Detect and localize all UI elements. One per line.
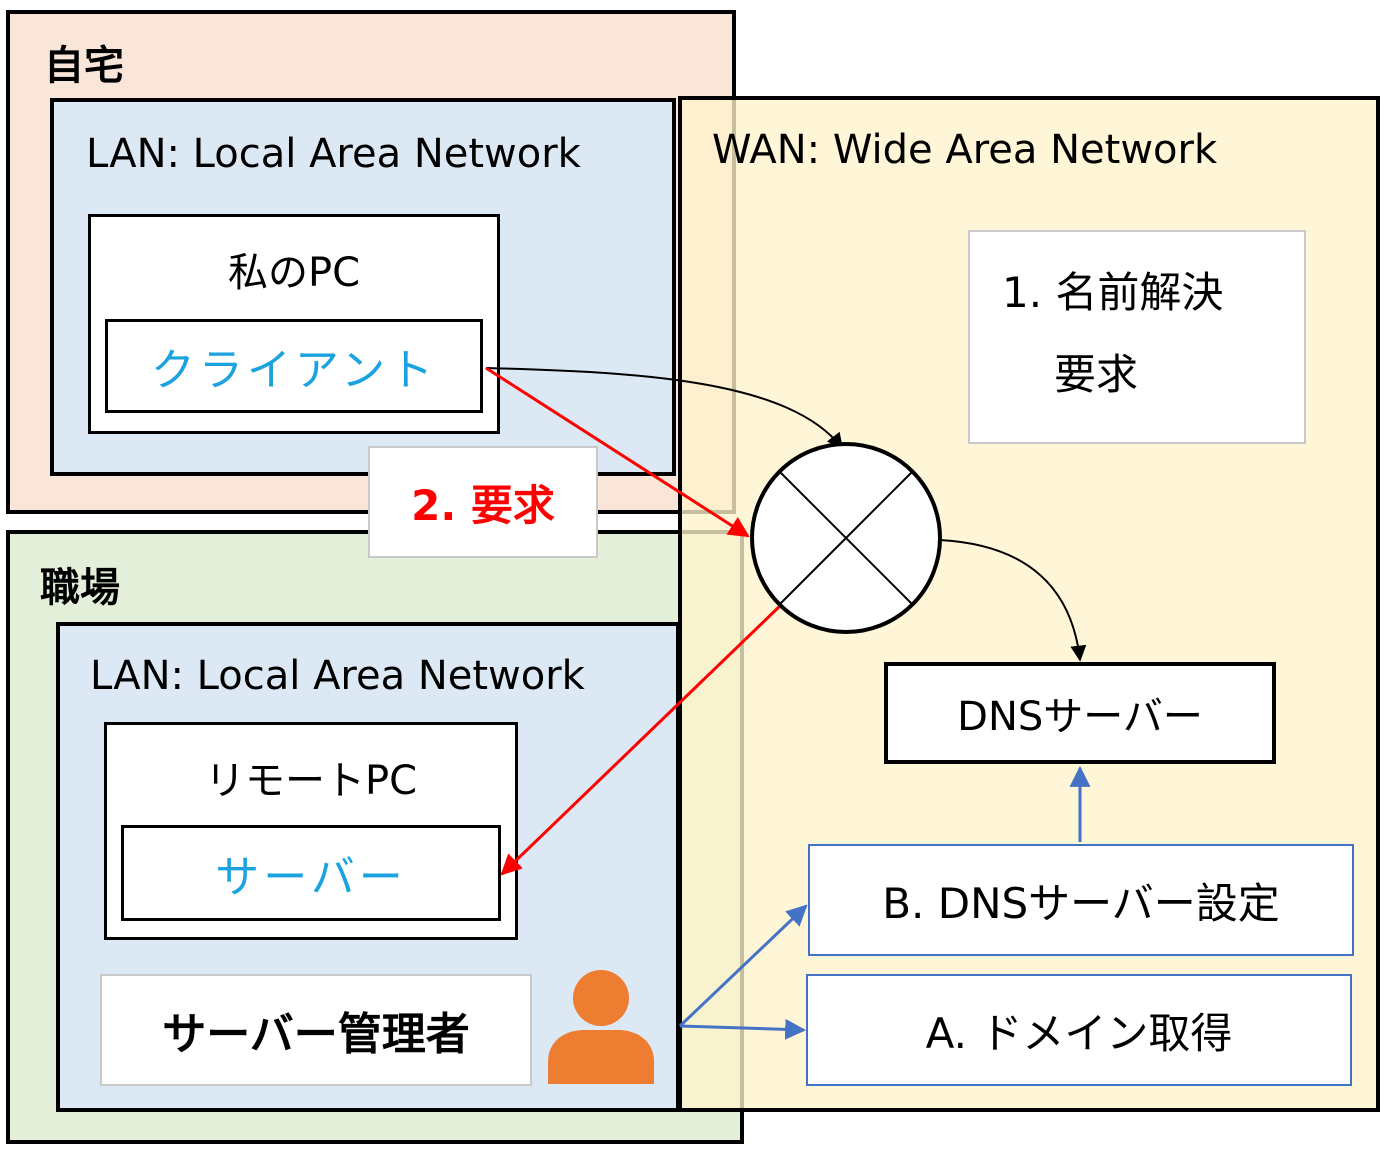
admin-box: サーバー管理者 [100, 974, 532, 1086]
home-title: 自宅 [44, 43, 124, 89]
step1-line1: 1. 名前解決 [1002, 268, 1224, 317]
step2-box: 2. 要求 [368, 446, 598, 558]
work-lan-title: LAN: Local Area Network [90, 653, 585, 699]
stepB-box: B. DNSサーバー設定 [808, 844, 1354, 956]
my-pc-title: 私のPC [227, 250, 361, 296]
step1-line2: 要求 [1054, 350, 1139, 399]
remote-pc-title: リモートPC [204, 758, 418, 804]
server-label: サーバー [215, 852, 407, 903]
my-pc: 私のPC クライアント [88, 214, 500, 434]
client-box: クライアント [105, 319, 483, 413]
work-title: 職場 [40, 565, 120, 611]
stepB-label: B. DNSサーバー設定 [882, 878, 1280, 928]
dns-server-box: DNSサーバー [884, 662, 1276, 764]
stepA-label: A. ドメイン取得 [925, 1008, 1233, 1058]
home-lan-title: LAN: Local Area Network [86, 131, 581, 177]
admin-label: サーバー管理者 [162, 1009, 470, 1060]
stepA-box: A. ドメイン取得 [806, 974, 1352, 1086]
step2-label: 2. 要求 [411, 480, 555, 530]
wan-title: WAN: Wide Area Network [712, 127, 1218, 173]
client-label: クライアント [150, 345, 438, 396]
server-box: サーバー [121, 825, 501, 921]
dns-server-label: DNSサーバー [957, 694, 1203, 740]
remote-pc: リモートPC サーバー [104, 722, 518, 940]
step1-box: 1. 名前解決 要求 [968, 230, 1306, 444]
